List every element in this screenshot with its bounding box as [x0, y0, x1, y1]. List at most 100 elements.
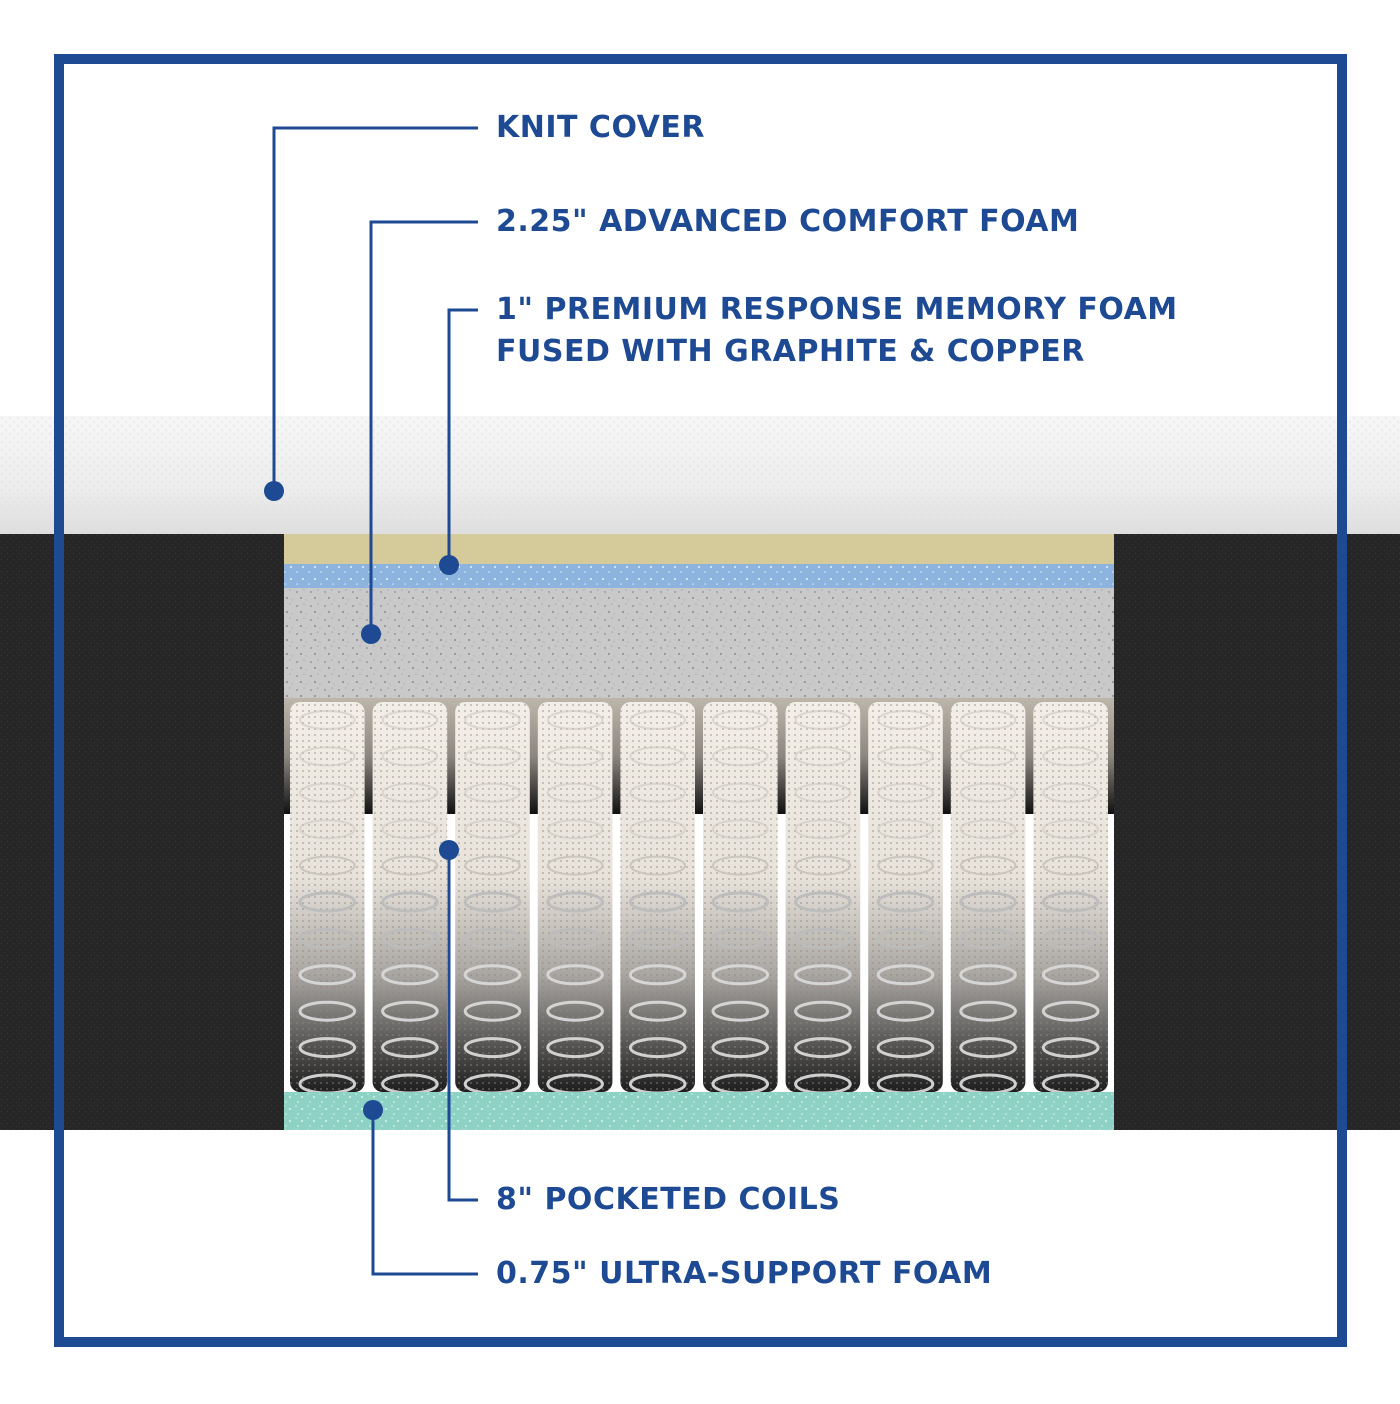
coil-turn: [876, 1000, 935, 1022]
coil-column: [620, 702, 695, 1095]
coil-turn: [877, 710, 934, 730]
coil-turn: [628, 891, 687, 913]
coil-turn: [1042, 782, 1099, 803]
coil-turn: [794, 782, 852, 803]
coil-turn: [1041, 964, 1100, 986]
coil-turn: [959, 927, 1017, 949]
coil-turn: [298, 1037, 357, 1059]
coil-turn: [546, 855, 604, 876]
coil-turn: [794, 819, 852, 840]
coil-turn: [463, 1037, 522, 1059]
coil-turn: [299, 819, 356, 840]
coil-turn: [959, 710, 1017, 730]
coil-turn: [711, 964, 770, 986]
coil-turn: [877, 819, 934, 840]
coil-turn: [794, 891, 852, 913]
leader-line-ultra-support-foam: [371, 1110, 478, 1276]
coil-turn: [794, 855, 852, 876]
callout-memory-foam: 1" PREMIUM RESPONSE MEMORY FOAM FUSED WI…: [496, 289, 1178, 373]
coil-turn: [299, 710, 356, 730]
coil-turn: [381, 746, 439, 767]
coil-pocket-mesh: [703, 702, 778, 1092]
marker-knit-cover: [264, 481, 284, 501]
coil-turn: [299, 746, 356, 767]
coil-turn: [1041, 1037, 1100, 1059]
coil-turn: [299, 782, 356, 803]
coil-turn: [463, 927, 522, 949]
coil-turn: [464, 746, 521, 767]
coil-column: [950, 702, 1026, 1095]
coil-column: [868, 702, 943, 1095]
marker-memory-foam: [439, 555, 459, 575]
comfort-top-layer: [284, 534, 1114, 564]
advanced-comfort-foam-texture: [284, 588, 1114, 698]
coil-turn: [464, 782, 521, 803]
coil-turn: [629, 782, 687, 803]
coil-turn: [381, 819, 439, 840]
coil-turn: [794, 927, 852, 949]
coil-turn: [546, 782, 604, 803]
coil-turn: [794, 1000, 852, 1022]
callout-knit-cover-line-1: KNIT COVER: [496, 110, 705, 145]
coil-turn: [299, 855, 356, 876]
coil-turn: [464, 855, 521, 876]
coil-turn: [629, 746, 687, 767]
coil-pocket-mesh: [372, 702, 448, 1092]
coil-turn: [1041, 1000, 1100, 1022]
coil-turn: [546, 1000, 604, 1022]
coil-turn: [546, 710, 604, 730]
coil-turn: [711, 891, 770, 913]
coil-turn: [877, 855, 934, 876]
coil-turn: [298, 1000, 357, 1022]
mattress-side-right: [1114, 534, 1400, 1130]
marker-ultra-support-foam: [363, 1100, 383, 1120]
coil-turn: [463, 1000, 522, 1022]
coil-turn: [1041, 927, 1100, 949]
memory-foam-texture: [284, 564, 1114, 588]
coil-turn: [381, 782, 439, 803]
coil-turn: [628, 1000, 687, 1022]
coil-turn: [463, 891, 522, 913]
callout-advanced-comfort-foam: 2.25" ADVANCED COMFORT FOAM: [496, 201, 1079, 243]
leader-line-memory-foam: [447, 308, 478, 565]
coil-turn: [876, 964, 935, 986]
coil-turn: [546, 1037, 604, 1059]
callout-memory-foam-line-2: FUSED WITH GRAPHITE & COPPER: [496, 334, 1085, 369]
coil-turn: [546, 927, 604, 949]
coil-turn: [794, 710, 852, 730]
coil-turn: [959, 891, 1017, 913]
coil-turn: [712, 782, 769, 803]
marker-advanced-comfort-foam: [361, 624, 381, 644]
coil-column: [703, 702, 778, 1095]
coil-turn: [298, 964, 357, 986]
coil-turn: [381, 891, 439, 913]
coil-column: [290, 702, 365, 1095]
coil-turn: [1042, 746, 1099, 767]
coil-turn: [298, 891, 357, 913]
coil-turn: [464, 819, 521, 840]
coil-turn: [712, 819, 769, 840]
coil-turn: [546, 964, 604, 986]
callout-memory-foam-line-1: 1" PREMIUM RESPONSE MEMORY FOAM: [496, 292, 1178, 327]
coil-turn: [877, 746, 934, 767]
coil-turn: [628, 927, 687, 949]
coil-turn: [876, 1037, 935, 1059]
coil-turn: [959, 964, 1017, 986]
coil-turn: [381, 855, 439, 876]
knit-cover-texture: [0, 416, 1400, 534]
coil-turn: [959, 855, 1017, 876]
marker-pocketed-coils: [439, 840, 459, 860]
coil-turn: [1041, 891, 1100, 913]
coil-turn: [794, 746, 852, 767]
coil-column: [1033, 702, 1108, 1095]
coil-pocket-mesh: [290, 702, 365, 1092]
coil-pocket-mesh: [950, 702, 1026, 1092]
coil-turn: [959, 746, 1017, 767]
callout-ultra-support-foam: 0.75" ULTRA-SUPPORT FOAM: [496, 1253, 992, 1295]
callout-ultra-support-foam-line-1: 0.75" ULTRA-SUPPORT FOAM: [496, 1256, 993, 1291]
coil-column: [372, 702, 448, 1095]
coil-turn: [712, 746, 769, 767]
mattress-side-left: [0, 534, 284, 1130]
coil-turn: [1042, 819, 1099, 840]
coil-turn: [794, 1037, 852, 1059]
